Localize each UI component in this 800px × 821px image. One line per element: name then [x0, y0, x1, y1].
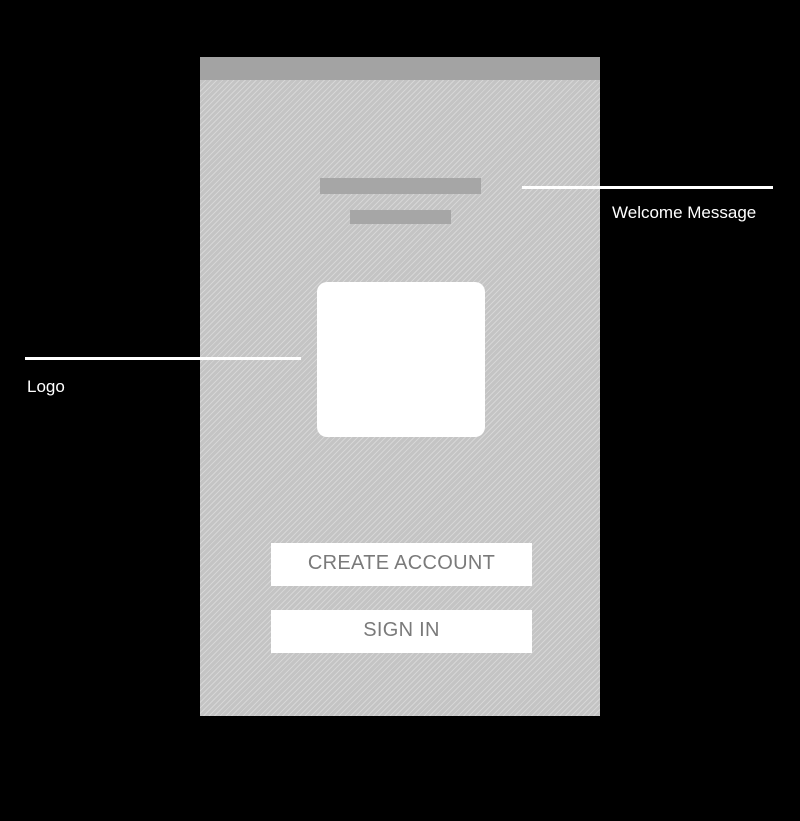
- sign-in-button[interactable]: SIGN IN: [271, 610, 532, 653]
- logo-callout-line: [25, 357, 301, 360]
- welcome-message-callout-line: [522, 186, 773, 189]
- phone-screen: CREATE ACCOUNT SIGN IN: [200, 57, 600, 716]
- welcome-message-subtitle-placeholder: [350, 210, 451, 224]
- welcome-message-callout-label: Welcome Message: [612, 203, 757, 222]
- welcome-message-title-placeholder: [320, 178, 481, 194]
- create-account-button[interactable]: CREATE ACCOUNT: [271, 543, 532, 586]
- logo-placeholder: [317, 282, 485, 437]
- logo-callout-label: Logo: [27, 377, 65, 396]
- status-bar: [200, 57, 600, 80]
